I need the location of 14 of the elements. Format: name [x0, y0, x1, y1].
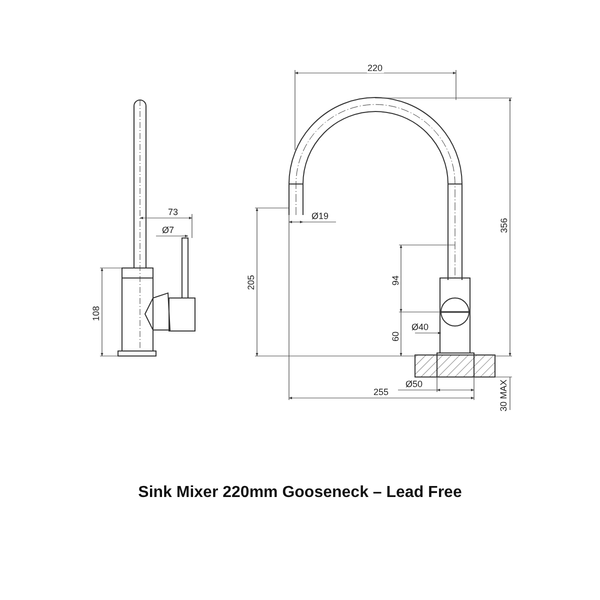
dimension-label: 205: [246, 273, 256, 291]
dimension-label: 255: [372, 388, 390, 396]
dimension-label: 60: [392, 330, 400, 342]
dimension-label: 356: [500, 216, 509, 234]
dimension-label: Ø50: [404, 380, 424, 388]
dimension-label: 108: [92, 304, 101, 322]
dimension-label: Ø40: [410, 322, 430, 332]
dimension-label: 94: [392, 274, 400, 286]
dimension-label: 73: [167, 208, 180, 216]
dimension-label: Ø7: [161, 226, 176, 234]
dimension-label: 30 MAX: [500, 378, 508, 412]
product-title: Sink Mixer 220mm Gooseneck – Lead Free: [137, 484, 463, 502]
dimension-label: 220: [366, 64, 384, 72]
dimension-label: Ø19: [310, 212, 330, 220]
